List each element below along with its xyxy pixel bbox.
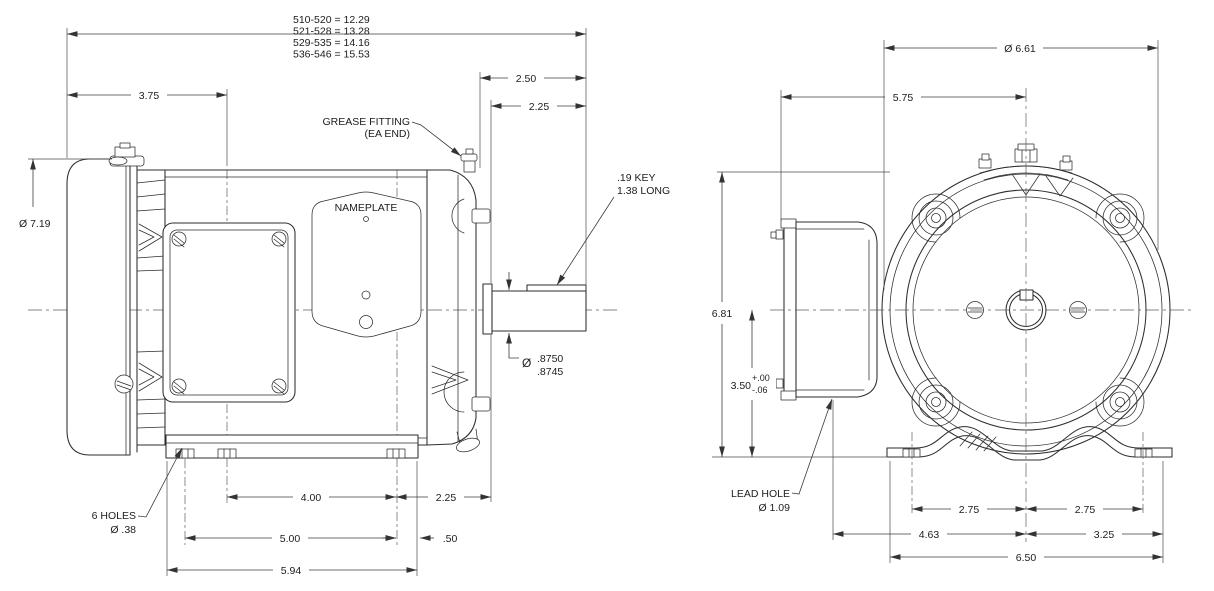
dim-bolt-spacing-outer: 5.00 (280, 533, 301, 545)
dim-tol-plus: +.00 (752, 373, 770, 383)
box-screws (171, 231, 287, 395)
dim-shaft-dia-symbol: Ø (522, 356, 531, 370)
drive-end-bracket (426, 148, 491, 453)
label-grease-fitting-1: GREASE FITTING (322, 116, 410, 128)
shaft-key (526, 284, 587, 292)
end-foot-pads (902, 448, 1153, 458)
dim-bolt-spacing-inner: 4.00 (301, 492, 322, 504)
base-bracket-end (886, 426, 1173, 461)
end-view: Ø 6.61 5.75 6.81 3.50 +.00 -.06 2.75 2.7… (712, 40, 1192, 564)
dim-base-length: 5.94 (281, 565, 302, 577)
dim-foot-to-shaft-shoulder: 2.25 (436, 492, 457, 504)
label-holes-1: 6 HOLES (92, 510, 136, 522)
side-view: NAMEPLATE (19, 14, 670, 577)
dim-frame-length-4: 536-546 = 15.53 (293, 49, 370, 61)
bolt-boss-top-left (911, 193, 961, 243)
dim-shaft-to-key-end: 2.25 (529, 101, 550, 113)
bolt-boss-bottom-right (1095, 377, 1145, 427)
dim-frame-length-2: 521-528 = 13.28 (293, 26, 370, 38)
label-grease-fitting-2: (EA END) (364, 128, 410, 140)
side-view-dimensions: 510-520 = 12.29 521-528 = 13.28 529-535 … (19, 14, 670, 577)
rib-band (136, 169, 166, 446)
nameplate: NAMEPLATE (311, 191, 422, 338)
dim-shaft-dia-max: .8750 (537, 353, 563, 365)
conduit-box-side (162, 222, 296, 403)
dim-foot-left-to-center: 2.75 (959, 504, 980, 516)
dim-shaft-extension: 2.50 (516, 73, 537, 85)
bolt-boss-bottom-left (911, 377, 961, 427)
top-clamp-bolt (108, 142, 145, 167)
dim-center-to-base-edge: 3.25 (1094, 529, 1115, 541)
grease-fitting-top (460, 148, 478, 173)
dim-fan-guard-length: 3.75 (139, 90, 160, 102)
dim-tol-minus: -.06 (752, 385, 768, 395)
dim-frame-length-1: 510-520 = 12.29 (293, 14, 370, 26)
dim-base-width: 6.50 (1016, 552, 1037, 564)
label-lead-hole-1: LEAD HOLE (731, 488, 790, 500)
dim-outer-diameter: Ø 6.61 (1004, 43, 1036, 55)
end-view-dimensions: Ø 6.61 5.75 6.81 3.50 +.00 -.06 2.75 2.7… (712, 40, 1164, 564)
foot-pads (175, 448, 406, 459)
bolt-boss-top-right (1095, 193, 1145, 243)
keyway (1019, 289, 1034, 301)
dim-center-to-foot-right: 2.75 (1075, 504, 1096, 516)
label-key-2: 1.38 LONG (617, 185, 670, 197)
dim-body-diameter: Ø 7.19 (19, 218, 51, 230)
dim-overall-height: 6.81 (712, 308, 733, 320)
dim-base-overhang: .50 (443, 533, 458, 545)
label-holes-2: Ø .38 (110, 524, 136, 536)
fan-cover (66, 158, 138, 456)
base-side (165, 434, 419, 459)
dim-frame-length-3: 529-535 = 14.16 (293, 37, 370, 49)
shaft (482, 283, 587, 335)
grease-fitting-bottom (456, 428, 480, 453)
nameplate-label: NAMEPLATE (335, 202, 398, 214)
bottom-left-screw (114, 374, 134, 394)
label-lead-hole-2: Ø 1.09 (758, 502, 790, 514)
conduit-box-end (770, 218, 878, 401)
dim-lead-hole-to-center: 4.63 (919, 529, 940, 541)
dim-box-to-center: 5.75 (893, 92, 914, 104)
dim-shaft-center-height: 3.50 (731, 380, 752, 392)
dim-shaft-dia-min: .8745 (537, 366, 563, 378)
label-key-1: .19 KEY (617, 172, 656, 184)
box-bolts (770, 229, 784, 389)
